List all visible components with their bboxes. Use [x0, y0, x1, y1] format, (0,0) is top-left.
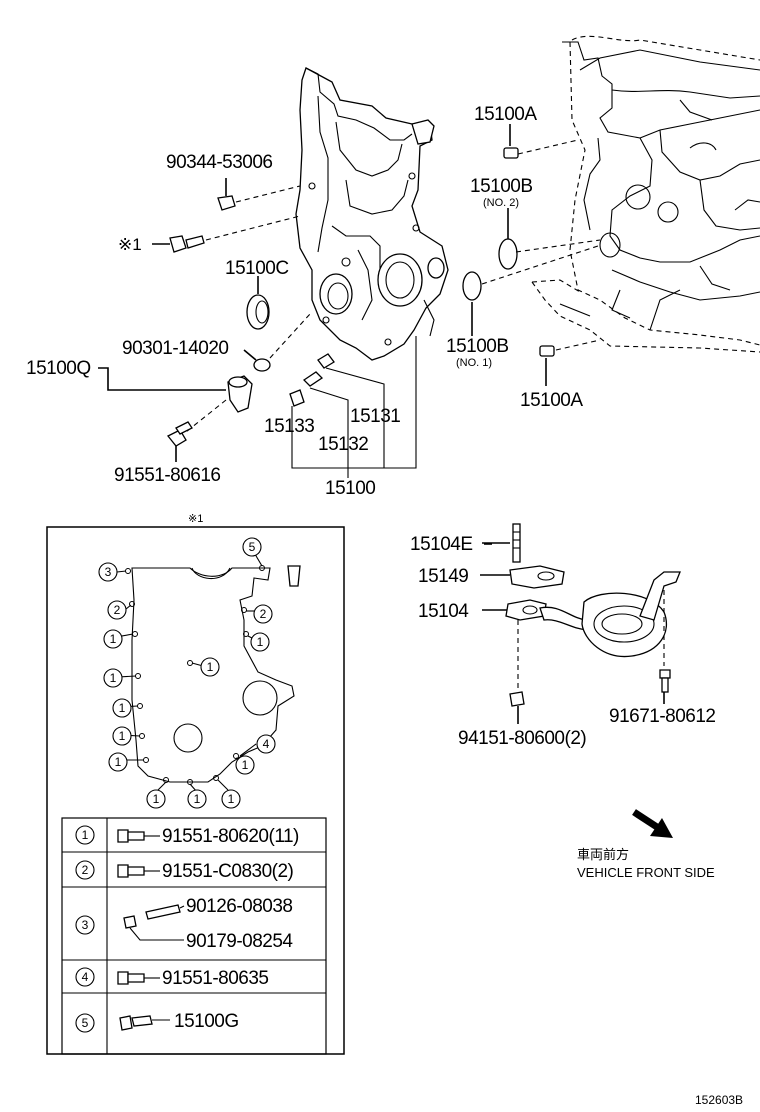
legend-part: 90179-08254	[186, 931, 293, 952]
vehicle-front-jp: 車両前方	[577, 847, 629, 862]
callout-number: 3	[105, 565, 112, 579]
stud-icon	[123, 904, 185, 941]
bolt-icon	[119, 1015, 170, 1031]
label-no2: (NO. 2)	[483, 197, 519, 209]
timing-cover-illustration	[295, 67, 449, 361]
legend-num: 5	[82, 1016, 89, 1030]
label-90344-53006: 90344-53006	[166, 152, 273, 173]
callout-number: 1	[242, 758, 249, 772]
bolt-icon	[117, 864, 160, 878]
label-15100: 15100	[325, 478, 375, 499]
label-mark1: ※1	[118, 235, 142, 254]
callout-number: 4	[263, 737, 270, 751]
label-94151-80600: 94151-80600(2)	[458, 728, 586, 749]
gasket-callout-numbers: 5 3 2 2 1 1 1 1 1 1 4 1 1 1 1 1	[105, 540, 270, 806]
diagram-code: 152603B	[695, 1093, 743, 1107]
callout-number: 1	[110, 671, 117, 685]
upper-left-parts	[98, 178, 417, 478]
callout-number: 1	[119, 729, 126, 743]
bolt-icon	[117, 971, 160, 985]
label-15104E: 15104E	[410, 534, 473, 555]
label-15100C: 15100C	[225, 258, 289, 279]
legend-part: 91551-C0830(2)	[162, 861, 294, 882]
callout-number: 1	[153, 792, 160, 806]
legend-num: 2	[82, 863, 89, 877]
right-parts	[462, 124, 601, 386]
label-15100A-top: 15100A	[474, 104, 537, 125]
label-15100B-bottom: 15100B	[446, 336, 509, 357]
callout-number: 1	[110, 632, 117, 646]
label-15132: 15132	[318, 434, 368, 455]
bolt-icon	[117, 829, 160, 843]
engine-block-illustration	[531, 35, 760, 353]
label-91551-80616: 91551-80616	[114, 465, 221, 486]
box-title: ※1	[188, 513, 203, 525]
callout-number: 1	[115, 755, 122, 769]
legend-part: 15100G	[174, 1011, 239, 1032]
legend-table: 1 2 3 4 5 91551-80620(11) 91551-C0830(2)…	[82, 826, 300, 1032]
label-15100B-top: 15100B	[470, 176, 533, 197]
vehicle-front-arrow-icon	[632, 809, 673, 838]
legend-part: 91551-80620(11)	[162, 826, 299, 847]
gasket-detail-box	[46, 526, 345, 1055]
gasket-callout-group	[98, 537, 276, 809]
label-15100Q: 15100Q	[26, 358, 91, 379]
legend-num: 1	[82, 828, 89, 842]
callout-number: 1	[119, 701, 126, 715]
callout-number: 1	[194, 792, 201, 806]
label-no1: (NO. 1)	[456, 357, 492, 369]
callout-number: 5	[249, 540, 256, 554]
label-91671-80612: 91671-80612	[609, 706, 716, 727]
oil-strainer-illustration	[480, 523, 681, 724]
label-15149: 15149	[418, 566, 468, 587]
callout-labels: 90344-53006 ※1 15100C 90301-14020 15100Q…	[26, 104, 743, 1107]
label-15133: 15133	[264, 416, 314, 437]
legend-num: 3	[82, 918, 89, 932]
callout-number: 1	[257, 635, 264, 649]
callout-number: 2	[114, 603, 121, 617]
callout-number: 2	[260, 607, 267, 621]
legend-num: 4	[82, 970, 89, 984]
label-90301-14020: 90301-14020	[122, 338, 229, 359]
vehicle-front-en: VEHICLE FRONT SIDE	[577, 865, 715, 880]
callout-number: 1	[207, 660, 214, 674]
legend-part: 90126-08038	[186, 896, 293, 917]
label-15104: 15104	[418, 601, 469, 622]
label-15131: 15131	[350, 406, 400, 427]
legend-part: 91551-80635	[162, 968, 269, 989]
label-15100A-bottom: 15100A	[520, 390, 583, 411]
callout-number: 1	[228, 792, 235, 806]
